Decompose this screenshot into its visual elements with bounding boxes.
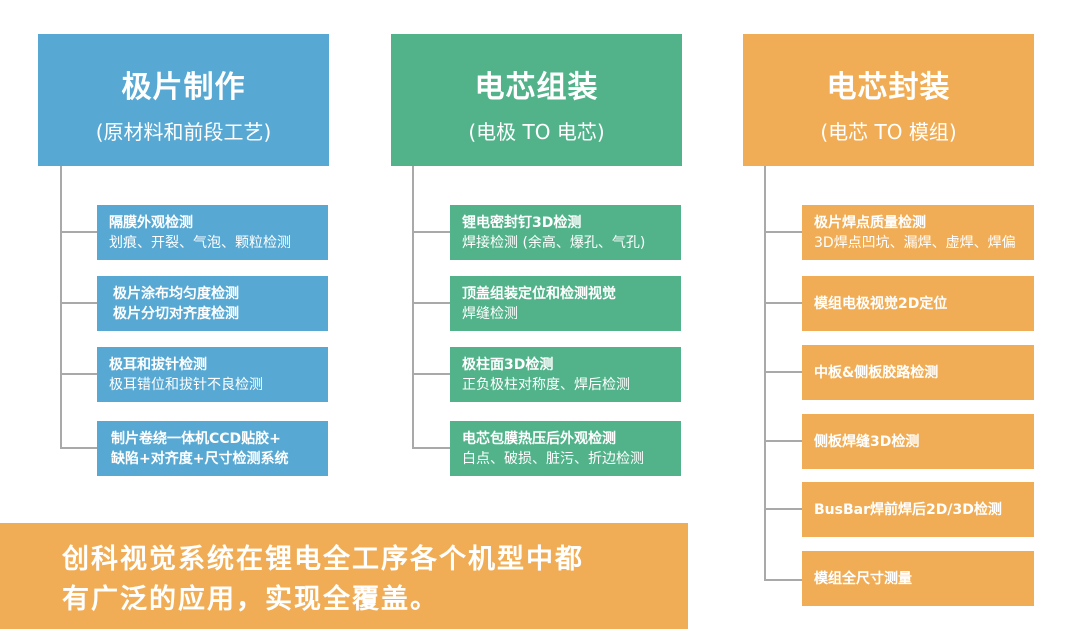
column-title: 极片制作	[121, 70, 246, 105]
item-title-line2: 极片分切对齐度检测	[113, 305, 239, 322]
item-detail: 划痕、开裂、气泡、颗粒检测	[109, 234, 291, 251]
column-header-cell-assembly: 电芯组装 (电极 TO 电芯)	[391, 34, 682, 166]
tree-connector-branch	[60, 373, 97, 375]
process-item: 中板&侧板胶路检测	[802, 345, 1034, 400]
tree-connector-branch	[412, 373, 450, 375]
tree-connector-branch	[764, 440, 802, 442]
process-item: 极耳和拔针检测 极耳错位和拔针不良检测	[97, 347, 328, 402]
item-detail: 正负极柱对称度、焊后检测	[462, 376, 630, 393]
item-title: 模组全尺寸测量	[814, 570, 912, 587]
process-item: 制片卷绕一体机CCD贴胶+ 缺陷+对齐度+尺寸检测系统	[97, 421, 328, 476]
process-item: 模组电极视觉2D定位	[802, 276, 1034, 331]
column-header-cell-packaging: 电芯封装 (电芯 TO 模组)	[743, 34, 1034, 166]
banner-line-1: 创科视觉系统在锂电全工序各个机型中都	[62, 544, 584, 575]
item-title: 隔膜外观检测	[109, 214, 193, 231]
tree-connector-branch	[764, 579, 802, 581]
item-detail: 焊接检测 (余高、爆孔、气孔)	[462, 234, 646, 251]
process-item: 极片焊点质量检测 3D焊点凹坑、漏焊、虚焊、焊偏	[802, 205, 1034, 260]
tree-connector-branch	[764, 508, 802, 510]
column-header-electrode-making: 极片制作 (原材料和前段工艺)	[38, 34, 329, 166]
tree-connector-branch	[60, 447, 97, 449]
tree-connector-branch	[764, 371, 802, 373]
column-subtitle: (原材料和前段工艺)	[95, 120, 272, 144]
column-title: 电芯封装	[826, 70, 951, 105]
item-detail: 焊缝检测	[462, 305, 518, 322]
process-item: 极柱面3D检测 正负极柱对称度、焊后检测	[450, 347, 681, 402]
item-detail: 白点、破损、脏污、折边检测	[462, 450, 644, 467]
column-subtitle: (电芯 TO 模组)	[820, 120, 957, 144]
item-title: 电芯包膜热压后外观检测	[462, 430, 616, 447]
process-item: 隔膜外观检测 划痕、开裂、气泡、颗粒检测	[97, 205, 328, 260]
column-subtitle: (电极 TO 电芯)	[468, 120, 605, 144]
process-item: 顶盖组装定位和检测视觉 焊缝检测	[450, 276, 681, 331]
tree-connector-branch	[412, 447, 450, 449]
tree-connector-branch	[60, 302, 97, 304]
tree-connector-branch	[60, 231, 97, 233]
item-title: BusBar焊前焊后2D/3D检测	[814, 501, 1002, 518]
item-title: 极片涂布均匀度检测	[113, 285, 239, 302]
tree-connector-branch	[412, 231, 450, 233]
process-item: 锂电密封钉3D检测 焊接检测 (余高、爆孔、气孔)	[450, 205, 681, 260]
item-title: 锂电密封钉3D检测	[462, 214, 582, 231]
process-item: 模组全尺寸测量	[802, 551, 1034, 606]
process-item: 电芯包膜热压后外观检测 白点、破损、脏污、折边检测	[450, 421, 681, 476]
banner-line-2: 有广泛的应用，实现全覆盖。	[62, 584, 439, 615]
process-item: BusBar焊前焊后2D/3D检测	[802, 482, 1034, 537]
column-title: 电芯组装	[474, 70, 599, 105]
summary-banner: 创科视觉系统在锂电全工序各个机型中都 有广泛的应用，实现全覆盖。	[0, 523, 688, 629]
item-title: 极耳和拔针检测	[109, 356, 207, 373]
item-title: 模组电极视觉2D定位	[814, 295, 948, 312]
process-item: 侧板焊缝3D检测	[802, 414, 1034, 469]
tree-connector-vertical	[60, 166, 62, 448]
item-title: 极片焊点质量检测	[814, 214, 926, 231]
item-detail: 3D焊点凹坑、漏焊、虚焊、焊偏	[814, 234, 1016, 251]
tree-connector-branch	[764, 231, 802, 233]
tree-connector-vertical	[412, 166, 414, 448]
item-title: 制片卷绕一体机CCD贴胶+	[111, 430, 281, 447]
item-detail: 极耳错位和拔针不良检测	[109, 376, 263, 393]
item-title: 顶盖组装定位和检测视觉	[462, 285, 616, 302]
tree-connector-vertical	[764, 166, 766, 581]
item-title: 侧板焊缝3D检测	[814, 433, 920, 450]
item-title: 中板&侧板胶路检测	[814, 364, 939, 381]
tree-connector-branch	[412, 302, 450, 304]
item-title-line2: 缺陷+对齐度+尺寸检测系统	[111, 450, 289, 467]
process-item: 极片涂布均匀度检测 极片分切对齐度检测	[97, 276, 328, 331]
tree-connector-branch	[764, 302, 802, 304]
item-title: 极柱面3D检测	[462, 356, 554, 373]
